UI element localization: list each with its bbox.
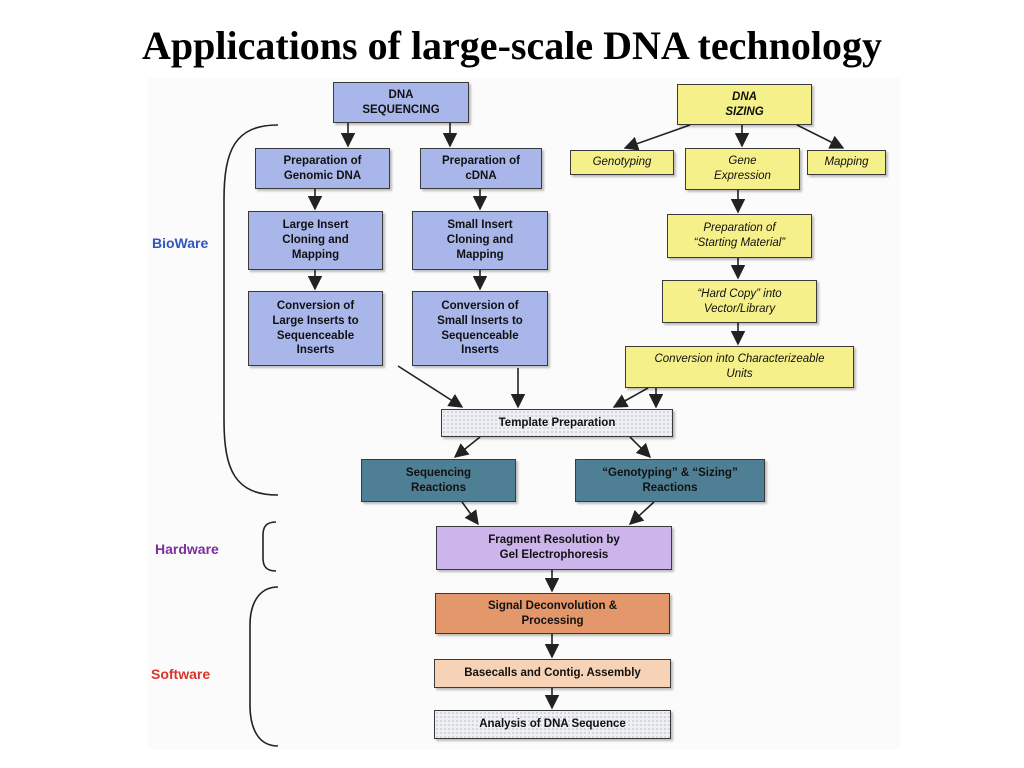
large-insert-cloning-box: Large Insert Cloning and Mapping xyxy=(248,211,383,270)
dna-sequencing-box: DNA SEQUENCING xyxy=(333,82,469,123)
prep-starting-material-box: Preparation of “Starting Material” xyxy=(667,214,812,258)
dna-sizing-box: DNA SIZING xyxy=(677,84,812,125)
hard-copy-box: “Hard Copy” into Vector/Library xyxy=(662,280,817,323)
software-label: Software xyxy=(151,666,211,682)
fragment-resolution-box: Fragment Resolution by Gel Electrophores… xyxy=(436,526,672,570)
gene-expression-box: Gene Expression xyxy=(685,148,800,190)
arrow-template-to-genoreact xyxy=(629,436,652,459)
software-bracket xyxy=(249,586,279,747)
genotyping-sizing-reactions-box: “Genotyping” & “Sizing” Reactions xyxy=(575,459,765,502)
prep-cdna-box: Preparation of cDNA xyxy=(420,148,542,189)
arrow-template-to-seqreact xyxy=(453,436,481,458)
page-title: Applications of large-scale DNA technolo… xyxy=(142,23,882,68)
signal-deconvolution-box: Signal Deconvolution & Processing xyxy=(435,593,670,634)
prep-genomic-dna-box: Preparation of Genomic DNA xyxy=(255,148,390,189)
genotyping-box: Genotyping xyxy=(570,150,674,175)
bioware-label: BioWare xyxy=(152,235,209,251)
template-preparation-box: Template Preparation xyxy=(441,409,673,437)
arrow-convlarge-to-template xyxy=(397,365,464,408)
hardware-label: Hardware xyxy=(155,541,219,557)
conv-large-inserts-box: Conversion of Large Inserts to Sequencea… xyxy=(248,291,383,366)
small-insert-cloning-box: Small Insert Cloning and Mapping xyxy=(412,211,548,270)
conv-characterizeable-units-box: Conversion into Characterizeable Units xyxy=(625,346,854,388)
analysis-dna-sequence-box: Analysis of DNA Sequence xyxy=(434,710,671,739)
arrow-sizing-to-mapping xyxy=(796,124,845,149)
hardware-bracket xyxy=(262,521,277,572)
sequencing-reactions-box: Sequencing Reactions xyxy=(361,459,516,502)
arrow-genoreact-to-fragment xyxy=(628,501,655,525)
bioware-bracket xyxy=(223,124,279,496)
arrow-seqreact-to-fragment xyxy=(461,501,479,526)
basecalls-contig-box: Basecalls and Contig. Assembly xyxy=(434,659,671,688)
conv-small-inserts-box: Conversion of Small Inserts to Sequencea… xyxy=(412,291,548,366)
arrow-sizing-to-genotyping xyxy=(623,124,691,151)
mapping-box: Mapping xyxy=(807,150,886,175)
arrow-units-to-template-a xyxy=(612,387,649,408)
